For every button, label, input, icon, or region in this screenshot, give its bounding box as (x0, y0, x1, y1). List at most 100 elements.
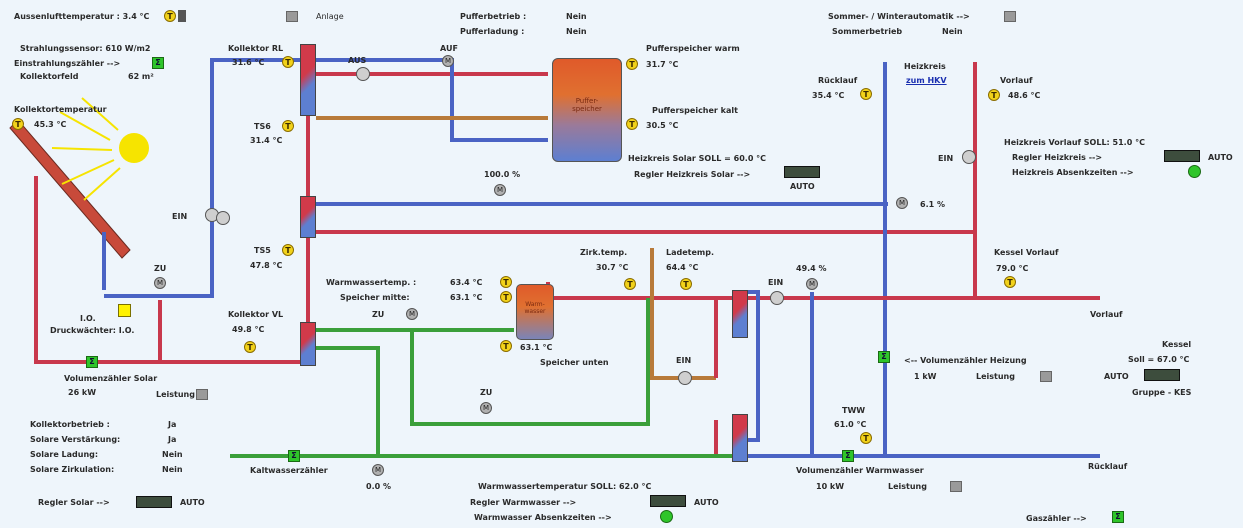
ww-temp-value: 63.4 °C (450, 278, 483, 287)
puffer-warm-label: Pufferspeicher warm (646, 44, 740, 53)
kollektor-rl-label: Kollektor RL (228, 44, 284, 53)
vol-hz-button[interactable]: Σ (878, 351, 890, 363)
regler-hk-solar-mode: AUTO (790, 182, 815, 191)
puffer-kalt-sensor-icon[interactable]: T (626, 118, 638, 130)
ww-pump-motor-icon[interactable]: M (806, 278, 818, 290)
kollektor-vl-sensor-icon[interactable]: T (244, 341, 256, 353)
ww-temp-sensor-icon[interactable]: T (500, 276, 512, 288)
kessel-vorlauf-value: 79.0 °C (996, 264, 1029, 273)
warmwater-tank[interactable]: Warm- wasser (516, 284, 554, 340)
vol-ww-button[interactable]: Σ (842, 450, 854, 462)
ts6-value: 31.4 °C (250, 136, 283, 145)
io-label: I.O. (80, 314, 96, 323)
ww-absenk-button[interactable] (660, 510, 673, 523)
hk-ruecklauf-label: Rücklauf (818, 76, 858, 85)
hk-valve-motor-icon[interactable]: M (896, 197, 908, 209)
aus-valve-icon[interactable] (356, 67, 370, 81)
tww-value: 61.0 °C (834, 420, 867, 429)
kollektortemp-value: 45.3 °C (34, 120, 67, 129)
hk-absenk-button[interactable] (1188, 165, 1201, 178)
vol-ww-leistung-button[interactable] (950, 481, 962, 492)
strahlungssensor-label: Strahlungssensor: 610 W/m2 (20, 44, 151, 53)
heat-exchanger-3 (300, 322, 316, 366)
puffer-warm-sensor-icon[interactable]: T (626, 58, 638, 70)
status-value-0: Ja (168, 420, 177, 429)
sun-icon (119, 133, 149, 163)
druckwaechter-label: Druckwächter: I.O. (50, 326, 135, 335)
regler-solar-switch[interactable] (136, 496, 172, 508)
kessel-switch[interactable] (1144, 369, 1180, 381)
gaszaehler-button[interactable]: Σ (1112, 511, 1124, 523)
cold-valve-pct: 0.0 % (366, 482, 391, 491)
regler-hk-solar-switch[interactable] (784, 166, 820, 178)
regler-hk-mode: AUTO (1208, 153, 1233, 162)
regler-hk-solar-label: Regler Heizkreis Solar --> (634, 170, 751, 179)
pufferladung-label: Pufferladung : (460, 27, 525, 36)
auf-motor-icon[interactable]: M (442, 55, 454, 67)
aus-label: AUS (348, 56, 367, 65)
kollektorfeld-value: 62 m² (128, 72, 154, 81)
puffer-tank[interactable]: Puffer- speicher (552, 58, 622, 162)
ww-ein2-label: EIN (768, 278, 784, 287)
puffer-kalt-label: Pufferspeicher kalt (652, 106, 738, 115)
ww-zu2-motor-icon[interactable]: M (480, 402, 492, 414)
kessel-mode: AUTO (1104, 372, 1129, 381)
ww-zu-motor-icon[interactable]: M (406, 308, 418, 320)
solar-leistung-label: Leistung (156, 390, 195, 399)
regler-ww-label: Regler Warmwasser --> (470, 498, 577, 507)
heat-exchanger-1 (300, 44, 316, 116)
puffer-kalt-value: 30.5 °C (646, 121, 679, 130)
sommerbetrieb-label: Sommerbetrieb (832, 27, 903, 36)
sommerbetrieb-value: Nein (942, 27, 963, 36)
hk-absenk-label: Heizkreis Absenkzeiten --> (1012, 168, 1134, 177)
solar-kw-value: 26 kW (68, 388, 97, 397)
lade-sensor-icon[interactable]: T (680, 278, 692, 290)
sp-unten-sensor-icon[interactable]: T (500, 340, 512, 352)
regler-hk-switch[interactable] (1164, 150, 1200, 162)
puffer-warm-value: 31.7 °C (646, 60, 679, 69)
puffer-valve-motor-icon[interactable]: M (494, 184, 506, 196)
tww-sensor-icon[interactable]: T (860, 432, 872, 444)
cold-valve-motor-icon[interactable]: M (372, 464, 384, 476)
solar-leistung-button[interactable] (196, 389, 208, 400)
regler-hk-label: Regler Heizkreis --> (1012, 153, 1103, 162)
ww-zu2-label: ZU (480, 388, 493, 397)
sommer-winter-toggle[interactable] (1004, 11, 1016, 22)
zu-solar-motor-icon[interactable]: M (154, 277, 166, 289)
solar-pump-2-icon[interactable] (216, 211, 230, 225)
einstrahlungszaehler-button[interactable]: Σ (152, 57, 164, 69)
ww-ein-pump-icon[interactable] (678, 371, 692, 385)
sp-mitte-sensor-icon[interactable]: T (500, 291, 512, 303)
ts6-sensor-icon[interactable]: T (282, 120, 294, 132)
regler-ww-switch[interactable] (650, 495, 686, 507)
zirk-label: Zirk.temp. (580, 248, 628, 257)
heizkreis-link[interactable]: zum HKV (906, 76, 947, 85)
pufferbetrieb-label: Pufferbetrieb : (460, 12, 527, 21)
vol-solar-button[interactable]: Σ (86, 356, 98, 368)
kollektor-rl-sensor-icon[interactable]: T (282, 56, 294, 68)
kessel-vorlauf-sensor-icon[interactable]: T (1004, 276, 1016, 288)
anlage-indicator[interactable] (286, 11, 298, 22)
outside-temp-sensor-icon[interactable]: T (164, 10, 176, 22)
vol-hz-leistung-button[interactable] (1040, 371, 1052, 382)
vol-ww-leistung-label: Leistung (888, 482, 927, 491)
hk-ruecklauf-sensor-icon[interactable]: T (860, 88, 872, 100)
kollektortemp-sensor-icon[interactable]: T (12, 118, 24, 130)
status-label-0: Kollektorbetrieb : (30, 420, 110, 429)
hk-vorlauf-label: Vorlauf (1000, 76, 1033, 85)
regler-solar-label: Regler Solar --> (38, 498, 110, 507)
ts5-sensor-icon[interactable]: T (282, 244, 294, 256)
ww-ein2-pump-icon[interactable] (770, 291, 784, 305)
ww-absenk-label: Warmwasser Absenkzeiten --> (474, 513, 612, 522)
vorlauf-out-label: Vorlauf (1090, 310, 1123, 319)
kollektor-vl-value: 49.8 °C (232, 325, 265, 334)
zu-solar-label: ZU (154, 264, 167, 273)
zirk-sensor-icon[interactable]: T (624, 278, 636, 290)
ww-soll-label: Warmwassertemperatur SOLL: 62.0 °C (478, 482, 652, 491)
kaltwasserzaehler-button[interactable]: Σ (288, 450, 300, 462)
ww-zu-label: ZU (372, 310, 385, 319)
hk-pump-icon[interactable] (962, 150, 976, 164)
hk-vorlauf-sensor-icon[interactable]: T (988, 89, 1000, 101)
druckwaechter-indicator[interactable] (118, 304, 131, 317)
